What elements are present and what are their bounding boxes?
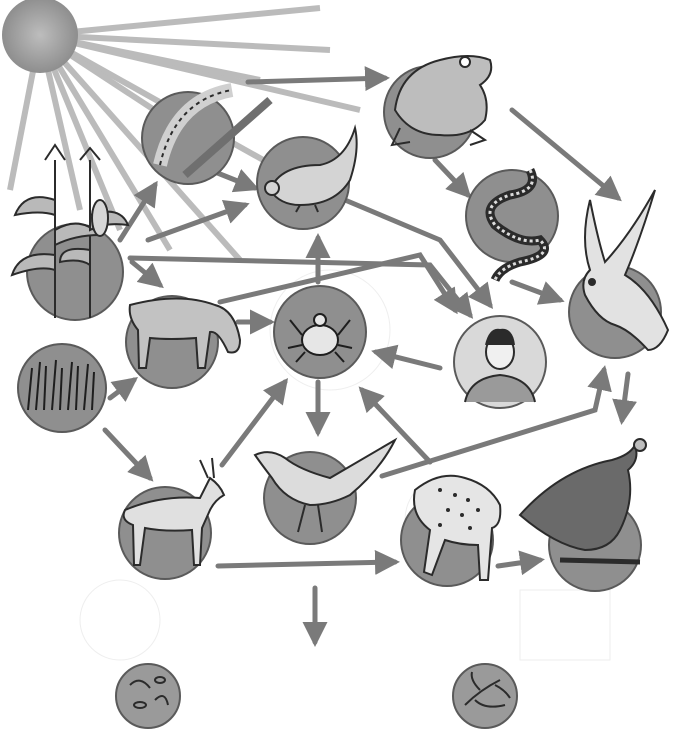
bacteria-node: [116, 664, 180, 728]
grass-node: [18, 344, 106, 432]
cow-node: [126, 296, 240, 388]
frog-node: [384, 56, 491, 158]
arrow-grass-cow: [110, 380, 134, 398]
arrow-caterpillar-hen: [215, 172, 255, 188]
vulture-node: [520, 439, 646, 591]
mite-node: [274, 286, 366, 378]
hen-node: [257, 128, 357, 229]
human-node: [454, 316, 546, 408]
snake-node: [466, 170, 558, 280]
arrow-grass-deer: [105, 430, 150, 478]
arrow-snake-eagle: [512, 282, 560, 300]
cheetah-node: [401, 476, 500, 586]
eagle-node: [569, 190, 668, 358]
arrow-cheetah-vulture: [498, 560, 540, 566]
arrow-frog-snake: [435, 160, 468, 195]
bird-node: [255, 440, 395, 544]
caterpillar-node: [142, 90, 270, 184]
arrow-corn-cow: [132, 262, 160, 285]
arrow-deer-cheetah: [218, 562, 395, 566]
fungi-node: [453, 664, 517, 728]
arrow-human-mite: [376, 352, 440, 368]
arrow-eagle-vulture: [622, 374, 628, 420]
deer-node: [119, 458, 224, 579]
arrow-caterpillar-frog: [248, 78, 385, 82]
arrow-cheetah-mite: [362, 390, 430, 462]
